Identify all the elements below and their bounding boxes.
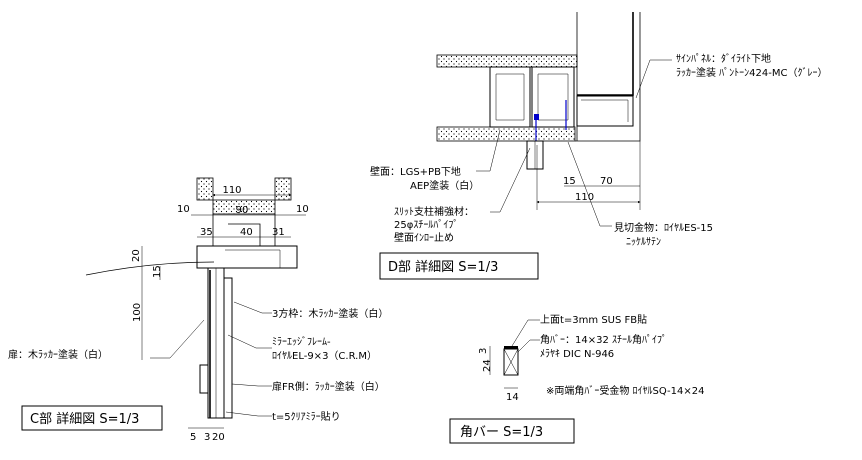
sign-panel-body bbox=[576, 95, 634, 127]
dim-35: 35 bbox=[200, 227, 213, 238]
note-door: 扉：木ﾗｯｶｰ塗装（白） bbox=[8, 348, 108, 361]
note-frame3: 3方枠：木ﾗｯｶｰ塗装（白） bbox=[272, 307, 388, 320]
note-mirror: t=5ｸﾘｱﾐﾗｰ貼り bbox=[272, 410, 341, 423]
dim-31: 31 bbox=[272, 227, 285, 238]
leader-mikiri bbox=[567, 141, 612, 227]
steel-pipe-head bbox=[534, 114, 539, 120]
leader-slit bbox=[490, 147, 531, 213]
note-slit-2: 25φｽﾁｰﾙﾊﾟｲﾌﾟ bbox=[394, 219, 458, 231]
kaku-dim-3: 3 bbox=[478, 348, 489, 354]
sign-panel-outline bbox=[577, 12, 634, 96]
dim-100: 100 bbox=[132, 303, 143, 322]
note-slit-3: 壁面ｲﾝﾛｰ止め bbox=[394, 231, 454, 244]
dim-3: 3 bbox=[204, 432, 210, 443]
kaku-bar-top-plate bbox=[504, 346, 518, 349]
lgs-stud-1-inner bbox=[495, 73, 525, 121]
dim-5: 5 bbox=[190, 432, 196, 443]
dim-20: 20 bbox=[131, 249, 142, 262]
dim-10-right: 10 bbox=[296, 204, 309, 215]
frame-inner bbox=[228, 223, 261, 246]
note-mirror-edge-1: ﾐﾗｰｴｯｼﾞﾌﾚｰﾑ- bbox=[272, 336, 331, 348]
note-sign-panel-2: ﾗｯｶｰ塗装 ﾊﾟﾝﾄｰﾝ424-MC（ｸﾞﾚｰ） bbox=[676, 66, 827, 79]
wall-band-bottom bbox=[436, 126, 576, 142]
note-mikiri-1: 見切金物：ﾛｲﾔﾙES-15 bbox=[614, 221, 713, 234]
note-slit-1: ｽﾘｯﾄ支柱補強材： bbox=[394, 205, 474, 218]
leader-mirror-edge bbox=[227, 334, 272, 349]
kaku-bar-title: 角バー S=1/3 bbox=[460, 425, 543, 440]
note-kaku-top: 上面t=3mm SUS FB貼 bbox=[540, 313, 647, 326]
kaku-bar-title-box bbox=[449, 418, 575, 444]
d-detail-drawing: 15 70 110 ｻｲﾝﾊﾟﾈﾙ：ﾀﾞｲﾗｲﾄ下地 ﾗｯｶｰ塗装 ﾊﾟﾝﾄｰﾝ… bbox=[370, 12, 827, 280]
d-dim-15: 15 bbox=[563, 176, 576, 187]
curve-leader bbox=[85, 261, 215, 276]
sign-panel-inner bbox=[581, 99, 629, 122]
dim-15: 15 bbox=[152, 265, 163, 278]
dim-90: 90 bbox=[236, 205, 249, 216]
handle-block bbox=[199, 364, 209, 394]
header-rebate bbox=[225, 249, 281, 268]
leader-top bbox=[511, 319, 540, 347]
d-dim-110: 110 bbox=[575, 192, 594, 203]
note-mikiri-2: ﾆｯｹﾙｻﾃﾝ bbox=[626, 236, 661, 248]
note-kaku-receiver: ※両端角ﾊﾞｰ受金物 ﾛｲﾔﾙSQ-14×24 bbox=[546, 384, 705, 397]
leader-mirror bbox=[225, 411, 272, 417]
header-block bbox=[196, 245, 298, 269]
note-sign-panel-1: ｻｲﾝﾊﾟﾈﾙ：ﾀﾞｲﾗｲﾄ下地 bbox=[676, 52, 771, 65]
dim-110: 110 bbox=[222, 185, 241, 196]
wall-section-left bbox=[196, 177, 214, 201]
leader-door-fr bbox=[231, 383, 272, 387]
wall-section-center bbox=[212, 199, 276, 215]
note-door-fr: 扉FR側：ﾗｯｶｰ塗装（白） bbox=[272, 380, 385, 393]
c-detail-drawing: 110 10 90 10 35 40 31 20 15 100 5 3 20 3… bbox=[8, 177, 388, 443]
wall-section-right bbox=[274, 177, 292, 201]
note-wall-2: AEP塗装（白） bbox=[410, 179, 479, 192]
kaku-dim-14: 14 bbox=[506, 392, 519, 403]
note-wall-1: 壁面：LGS+PB下地 bbox=[370, 165, 461, 178]
leader-frame3 bbox=[233, 301, 272, 314]
mirror-frame bbox=[223, 277, 233, 419]
dim-20-bottom: 20 bbox=[212, 432, 225, 443]
kaku-bar-drawing: 24 3 14 上面t=3mm SUS FB貼 角ﾊﾞｰ：14×32 ｽﾁｰﾙ角… bbox=[449, 313, 705, 444]
note-kaku-bar-2: ﾒﾗﾔｷ DIC N-946 bbox=[540, 349, 614, 360]
leader-sign-panel bbox=[635, 59, 672, 99]
lgs-stud-2-inner bbox=[537, 73, 569, 121]
c-detail-title-box bbox=[21, 405, 163, 431]
d-dim-70: 70 bbox=[600, 176, 613, 187]
lgs-stud-1 bbox=[489, 66, 531, 128]
note-kaku-bar-1: 角ﾊﾞｰ：14×32 ｽﾁｰﾙ角ﾊﾟｲﾌﾟ bbox=[540, 334, 667, 346]
leader-wall bbox=[476, 129, 501, 172]
d-detail-title-box bbox=[379, 252, 539, 280]
dim-40: 40 bbox=[240, 227, 253, 238]
wall-band-top bbox=[436, 54, 578, 68]
d-detail-title: D部 詳細図 S=1/3 bbox=[388, 259, 498, 275]
leader-door bbox=[150, 319, 205, 359]
kaku-bar-cross-2 bbox=[503, 348, 519, 376]
dim-10-left: 10 bbox=[177, 204, 190, 215]
kaku-dim-24: 24 bbox=[482, 359, 493, 372]
c-detail-title: C部 詳細図 S=1/3 bbox=[30, 411, 139, 427]
note-mirror-edge-2: ﾛｲﾔﾙEL-9×3（C.R.M） bbox=[272, 350, 377, 362]
leader-bar bbox=[517, 339, 540, 353]
